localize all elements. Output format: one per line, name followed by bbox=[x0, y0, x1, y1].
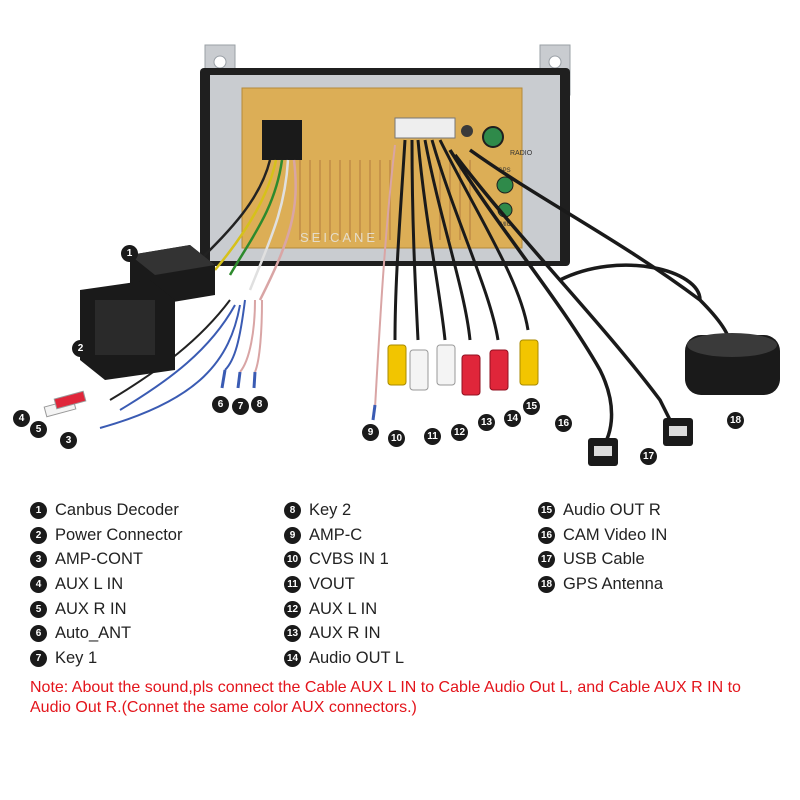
legend-number: 8 bbox=[284, 501, 301, 519]
callout-18: 18 bbox=[727, 412, 744, 429]
small-jack bbox=[461, 125, 473, 137]
legend-number: 7 bbox=[30, 649, 47, 667]
legend-label: USB Cable bbox=[563, 550, 645, 569]
legend-column-3: 15 Audio OUT R 16 CAM Video IN 17 USB Cable… bbox=[538, 498, 667, 597]
gps-antenna bbox=[685, 333, 780, 395]
callout-15: 15 bbox=[523, 398, 540, 415]
legend-label: CVBS IN 1 bbox=[309, 550, 389, 569]
legend-number: 4 bbox=[30, 575, 47, 593]
gps-socket bbox=[496, 176, 514, 194]
callout-7: 7 bbox=[232, 398, 249, 415]
connection-note: Note: About the sound,pls connect the Ca… bbox=[30, 679, 741, 716]
rca-cables bbox=[374, 139, 530, 409]
legend-item: 15 Audio OUT R bbox=[538, 498, 667, 523]
power-harness-wires bbox=[199, 159, 297, 301]
aux-plugs-left bbox=[43, 390, 87, 418]
back-panel bbox=[241, 87, 523, 249]
callout-1: 1 bbox=[121, 245, 138, 262]
legend-item: 8 Key 2 bbox=[284, 498, 404, 523]
callout-13: 13 bbox=[478, 414, 495, 431]
callout-8: 8 bbox=[251, 396, 268, 413]
legend-column-1: 1 Canbus Decoder 2 Power Connector 3 AMP-CO… bbox=[30, 498, 182, 671]
watermark: SEICANE bbox=[300, 230, 378, 245]
legend-item: 10 CVBS IN 1 bbox=[284, 547, 404, 572]
rca-socket bbox=[394, 117, 456, 139]
key-pins-small bbox=[220, 369, 257, 389]
legend-item: 9 AMP-C bbox=[284, 523, 404, 548]
callout-11: 11 bbox=[424, 428, 441, 445]
legend-column-2: 8 Key 2 9 AMP-C 10 CVBS IN 1 11 VOUT 12 AUX L… bbox=[284, 498, 404, 671]
legend-label: AMP-CONT bbox=[55, 550, 143, 569]
usb-connectors bbox=[588, 418, 693, 466]
power-socket bbox=[262, 120, 302, 160]
legend-item: 3 AMP-CONT bbox=[30, 547, 182, 572]
legend-item: 12 AUX L IN bbox=[284, 597, 404, 622]
legend-number: 10 bbox=[284, 551, 301, 569]
legend-item: 13 AUX R IN bbox=[284, 621, 404, 646]
aux-wires-left bbox=[99, 299, 263, 429]
legend-label: AUX L IN bbox=[309, 599, 378, 618]
legend-item: 7 Key 1 bbox=[30, 646, 182, 671]
radio-socket bbox=[482, 126, 504, 148]
callout-3: 3 bbox=[60, 432, 77, 449]
legend-number: 11 bbox=[284, 575, 301, 593]
legend-item: 2 Power Connector bbox=[30, 523, 182, 548]
wiring-illustration: SEICANE RADIO GPS MIC bbox=[43, 44, 780, 466]
legend-number: 1 bbox=[30, 501, 47, 519]
gps-label: GPS bbox=[498, 168, 511, 174]
callout-17: 17 bbox=[640, 448, 657, 465]
callout-2: 2 bbox=[72, 340, 89, 357]
callout-5: 5 bbox=[30, 421, 47, 438]
legend-number: 16 bbox=[538, 526, 555, 544]
legend-number: 6 bbox=[30, 625, 47, 643]
mic-label: MIC bbox=[500, 222, 512, 228]
legend-number: 5 bbox=[30, 600, 47, 618]
power-connector bbox=[80, 280, 175, 380]
legend-label: AUX R IN bbox=[309, 624, 381, 643]
legend-label: Audio OUT R bbox=[563, 500, 661, 519]
callout-16: 16 bbox=[555, 415, 572, 432]
legend-label: VOUT bbox=[309, 574, 355, 593]
legend-item: 14 Audio OUT L bbox=[284, 646, 404, 671]
legend-label: CAM Video IN bbox=[563, 525, 668, 544]
legend-number: 2 bbox=[30, 526, 47, 544]
legend-label: Key 1 bbox=[55, 648, 98, 667]
legend-item: 17 USB Cable bbox=[538, 547, 667, 572]
legend-number: 18 bbox=[538, 575, 555, 593]
legend-label: Canbus Decoder bbox=[55, 500, 179, 519]
legend-label: GPS Antenna bbox=[563, 574, 663, 593]
legend-label: Auto_ANT bbox=[55, 624, 132, 643]
legend-label: AUX L IN bbox=[55, 574, 124, 593]
legend-number: 3 bbox=[30, 551, 47, 569]
legend-item: 11 VOUT bbox=[284, 572, 404, 597]
callout-12: 12 bbox=[451, 424, 468, 441]
legend-label: Key 2 bbox=[309, 500, 352, 519]
rca-connectors bbox=[387, 339, 539, 396]
radio-label: RADIO bbox=[510, 150, 533, 157]
legend-item: 6 Auto_ANT bbox=[30, 621, 182, 646]
legend-item: 5 AUX R IN bbox=[30, 597, 182, 622]
callout-6: 6 bbox=[212, 396, 229, 413]
legend-label: AUX R IN bbox=[55, 599, 127, 618]
legend-number: 14 bbox=[284, 649, 301, 667]
amp-c-pin bbox=[371, 404, 377, 421]
callout-14: 14 bbox=[504, 410, 521, 427]
callout-9: 9 bbox=[362, 424, 379, 441]
legend-label: Audio OUT L bbox=[309, 648, 405, 667]
legend-label: AMP-C bbox=[309, 525, 363, 544]
wiring-diagram: SEICANE RADIO GPS MIC bbox=[13, 44, 780, 466]
legend-item: 16 CAM Video IN bbox=[538, 523, 667, 548]
legend-item: 1 Canbus Decoder bbox=[30, 498, 182, 523]
callout-10: 10 bbox=[388, 430, 405, 447]
legend-label: Power Connector bbox=[55, 525, 183, 544]
legend-number: 17 bbox=[538, 551, 555, 569]
legend-number: 9 bbox=[284, 526, 301, 544]
legend-item: 18 GPS Antenna bbox=[538, 572, 667, 597]
callout-4: 4 bbox=[13, 410, 30, 427]
legend-number: 12 bbox=[284, 600, 301, 618]
legend-number: 13 bbox=[284, 625, 301, 643]
legend-item: 4 AUX L IN bbox=[30, 572, 182, 597]
legend-number: 15 bbox=[538, 501, 555, 519]
